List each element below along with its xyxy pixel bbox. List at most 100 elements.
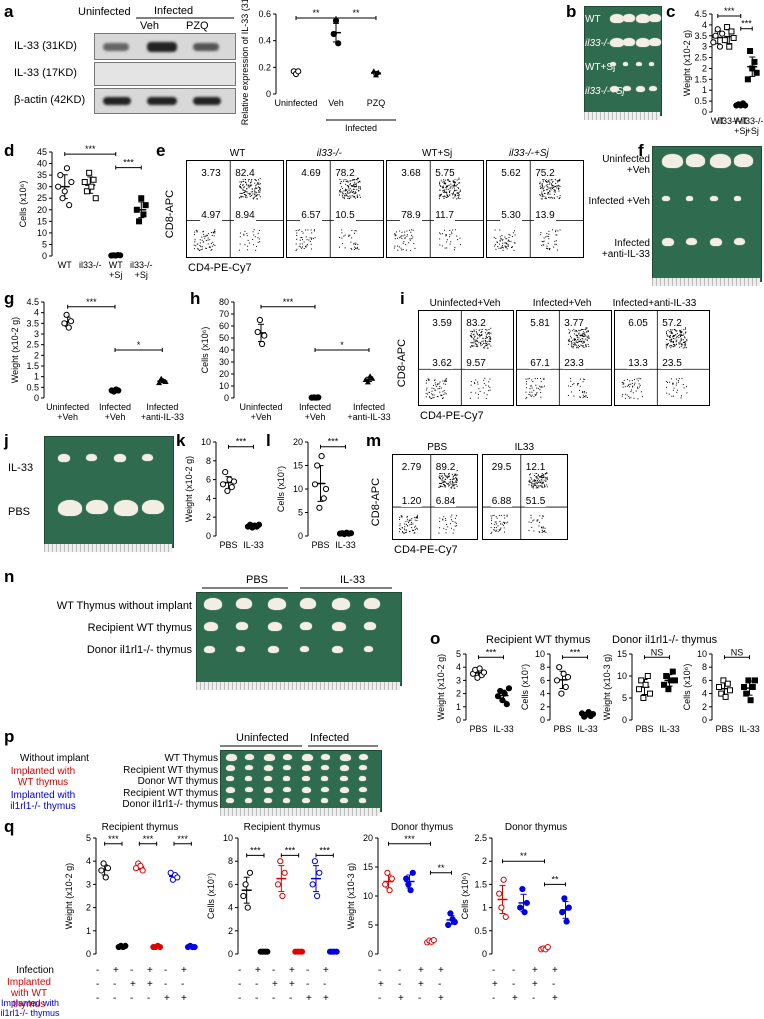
blot-group-infected: Infected bbox=[154, 5, 194, 17]
event-dot bbox=[199, 239, 201, 241]
event-dot bbox=[354, 192, 356, 194]
event-dot bbox=[352, 188, 354, 190]
thymus-lobe bbox=[321, 765, 330, 771]
data-point bbox=[68, 178, 75, 186]
data-point bbox=[544, 943, 551, 951]
y-axis-label: Cells (x10⁶) bbox=[682, 664, 692, 711]
event-dot bbox=[556, 234, 558, 236]
event-dot bbox=[404, 237, 406, 239]
event-dot bbox=[455, 522, 457, 524]
event-dot bbox=[557, 180, 559, 182]
event-dot bbox=[540, 392, 542, 394]
event-dot bbox=[240, 195, 242, 197]
event-dot bbox=[479, 343, 481, 345]
event-dot bbox=[471, 336, 473, 338]
event-dot bbox=[538, 486, 540, 488]
event-dot bbox=[580, 344, 582, 346]
event-dot bbox=[312, 238, 314, 240]
event-dot bbox=[672, 389, 674, 391]
event-dot bbox=[537, 475, 539, 477]
event-dot bbox=[529, 391, 531, 393]
thymus-lobe bbox=[623, 14, 636, 23]
event-dot bbox=[638, 383, 640, 385]
data-point bbox=[92, 195, 99, 202]
data-point bbox=[90, 176, 97, 183]
event-dot bbox=[544, 385, 546, 387]
event-dot bbox=[541, 473, 543, 475]
data-point bbox=[742, 102, 749, 109]
event-dot bbox=[440, 180, 442, 182]
event-dot bbox=[631, 380, 633, 382]
flow-y-axis-label: CD8-APC bbox=[396, 338, 409, 388]
event-dot bbox=[538, 531, 540, 533]
event-dot bbox=[489, 386, 491, 388]
event-dot bbox=[356, 195, 358, 197]
data-point bbox=[564, 674, 572, 681]
event-dot bbox=[477, 393, 479, 395]
y-axis-label: Weight (x10-2 g) bbox=[64, 863, 74, 929]
event-dot bbox=[352, 191, 354, 193]
event-dot bbox=[481, 331, 483, 333]
event-dot bbox=[255, 195, 257, 197]
event-dot bbox=[354, 195, 356, 197]
event-dot bbox=[359, 196, 361, 198]
event-dot bbox=[239, 183, 241, 185]
event-dot bbox=[258, 190, 260, 192]
event-dot bbox=[501, 245, 503, 247]
event-dot bbox=[490, 345, 492, 347]
event-dot bbox=[443, 390, 445, 392]
event-dot bbox=[545, 472, 547, 474]
event-dot bbox=[475, 392, 477, 394]
event-dot bbox=[431, 390, 433, 392]
event-dot bbox=[586, 331, 588, 333]
event-dot bbox=[532, 487, 534, 489]
data-point bbox=[222, 468, 229, 476]
event-dot bbox=[483, 392, 485, 394]
event-dot bbox=[640, 378, 642, 380]
event-dot bbox=[493, 245, 495, 247]
event-dot bbox=[446, 241, 448, 243]
event-dot bbox=[474, 383, 476, 385]
y-axis-label: Cells (x10⁷) bbox=[520, 664, 530, 710]
event-dot bbox=[213, 244, 215, 246]
event-dot bbox=[243, 234, 245, 236]
event-dot bbox=[241, 196, 243, 198]
event-dot bbox=[676, 389, 678, 391]
event-dot bbox=[685, 386, 687, 388]
thymus-lobe bbox=[332, 622, 346, 631]
treatment-sign: - bbox=[181, 979, 185, 990]
event-dot bbox=[481, 344, 483, 346]
treatment-sign: - bbox=[255, 993, 259, 1004]
event-dot bbox=[672, 340, 674, 342]
event-dot bbox=[408, 522, 410, 524]
y-tick-label: 6 bbox=[540, 675, 545, 685]
event-dot bbox=[441, 193, 443, 195]
event-dot bbox=[403, 532, 405, 534]
event-dot bbox=[415, 525, 417, 527]
event-dot bbox=[667, 381, 669, 383]
significance-label: *** bbox=[85, 144, 96, 154]
event-dot bbox=[246, 195, 248, 197]
event-dot bbox=[447, 485, 449, 487]
event-dot bbox=[301, 247, 303, 249]
event-dot bbox=[354, 197, 356, 199]
event-dot bbox=[573, 339, 575, 341]
event-dot bbox=[529, 479, 531, 481]
event-dot bbox=[539, 515, 541, 517]
event-dot bbox=[441, 482, 443, 484]
event-dot bbox=[680, 395, 682, 397]
thymus-lobe bbox=[623, 38, 636, 47]
y-tick-label: 70 bbox=[219, 309, 229, 319]
event-dot bbox=[503, 524, 505, 526]
data-point bbox=[724, 680, 731, 687]
event-dot bbox=[514, 234, 516, 236]
data-point bbox=[638, 677, 645, 684]
significance-label: *** bbox=[123, 158, 134, 168]
event-dot bbox=[672, 341, 674, 343]
event-dot bbox=[488, 328, 490, 330]
treatment-sign: - bbox=[306, 965, 310, 976]
event-dot bbox=[211, 249, 213, 251]
